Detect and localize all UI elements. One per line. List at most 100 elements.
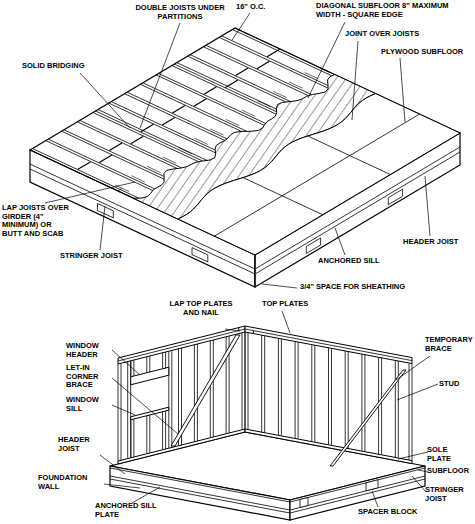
top-plate (245, 329, 412, 361)
lap-joist (131, 176, 145, 182)
cripple-stud (162, 352, 163, 368)
cripple-stud (165, 352, 166, 368)
leader-line (112, 405, 135, 415)
spacer-block (366, 480, 378, 491)
leader-line (45, 182, 135, 203)
lap-joist (179, 148, 193, 154)
callout-label: LET-IN CORNER BRACE (66, 364, 116, 390)
floor-joist (93, 113, 198, 162)
solid-bridging (204, 87, 217, 94)
leader-line (398, 452, 428, 459)
girder (118, 189, 122, 191)
solid-bridging (131, 136, 144, 144)
stud (361, 354, 362, 451)
floor-joist (219, 37, 328, 88)
cripple-stud (146, 356, 147, 372)
floor-joist (222, 36, 328, 86)
floor-joist (96, 111, 203, 161)
lap-joist (257, 101, 271, 107)
stud (210, 340, 211, 437)
leader-line (352, 41, 358, 120)
window-stud (130, 361, 131, 458)
leader-line (308, 22, 345, 98)
plate-lap (253, 331, 254, 334)
leader-line (140, 23, 180, 128)
solid-bridging (267, 49, 280, 57)
joist-line (110, 476, 425, 510)
floor-joist (235, 28, 335, 75)
leader-line (335, 228, 345, 255)
corner-line (255, 255, 256, 287)
leader-line (132, 487, 160, 503)
floor-joist (46, 141, 153, 191)
solid-bridging (194, 99, 207, 106)
leader-line (397, 384, 438, 400)
leader-line (262, 284, 297, 288)
stud (118, 364, 119, 461)
leader-line (225, 329, 240, 331)
callout-label: STRINGER JOIST (60, 252, 140, 261)
leader-line (100, 455, 125, 474)
stud (281, 338, 282, 435)
leader-line (112, 350, 140, 375)
callout-label: SPACER BLOCK (358, 508, 420, 517)
window-sill (131, 407, 169, 420)
callout-label: JOINT OVER JOISTS (345, 30, 435, 39)
solid-bridging (173, 106, 186, 113)
cripple-stud (162, 411, 163, 449)
stud (278, 338, 279, 435)
stud (242, 332, 243, 429)
stud (314, 345, 315, 442)
floor-joist (233, 30, 332, 76)
foundation-vent (306, 238, 320, 254)
leader-line (232, 13, 250, 40)
leader-line (80, 73, 130, 128)
stud (121, 364, 122, 461)
cripple-stud (149, 415, 150, 453)
solid-bridging (162, 118, 175, 125)
stud (194, 344, 195, 441)
temporary-brace (330, 370, 406, 466)
stud (364, 354, 365, 451)
stud (298, 342, 299, 439)
cripple-stud (133, 419, 134, 457)
solid-bridging (257, 61, 269, 68)
plywood-subfloor (178, 94, 460, 255)
lap-joist (289, 82, 303, 88)
stud (295, 342, 296, 439)
callout-label: DIAGONAL SUBFLOOR 8" MAXIMUM WIDTH - SQU… (316, 2, 471, 19)
floor-platform (30, 28, 460, 255)
window-stud (168, 351, 169, 448)
stud (395, 360, 396, 457)
leader-line (104, 484, 140, 488)
stud (409, 364, 410, 461)
lap-joist (305, 73, 319, 79)
callout-label: 16" O.C. (236, 3, 272, 12)
lap-joist (273, 91, 287, 97)
lap-joist (210, 129, 224, 135)
stud (345, 351, 346, 448)
stud (197, 344, 198, 441)
lap-joist (194, 138, 208, 144)
callout-label: STUD (439, 380, 471, 389)
stud (264, 335, 265, 432)
stud (261, 335, 262, 432)
top-plate (245, 326, 412, 364)
leader-line (112, 378, 178, 434)
stud (245, 332, 246, 429)
lap-joist (163, 157, 177, 163)
callout-label: PLYWOOD SUBFLOOR (381, 48, 471, 57)
window-stud (171, 351, 172, 448)
callout-label: SUBFLOOR (427, 467, 471, 476)
callout-label: STRINGER JOIST (425, 486, 471, 503)
stud (178, 348, 179, 445)
leader-line (418, 470, 428, 472)
double-joist (98, 110, 207, 161)
callout-label: WINDOW SILL (66, 396, 116, 413)
lap-joist (242, 110, 256, 116)
callout-label: WINDOW HEADER (66, 342, 116, 359)
floor-joist (206, 45, 312, 94)
callout-label: LAP JOISTS OVER GIRDER (4" MINIMUM) OR B… (2, 204, 70, 239)
lap-joist (226, 119, 240, 125)
framing-members (30, 28, 460, 508)
